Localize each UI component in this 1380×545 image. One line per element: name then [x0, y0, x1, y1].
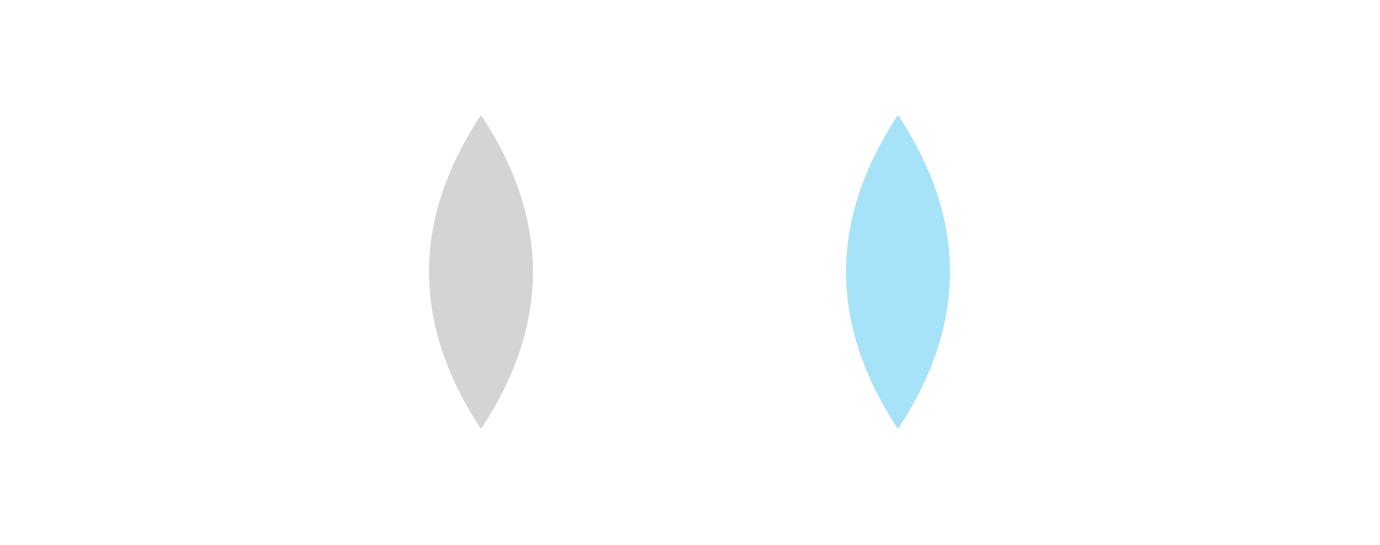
lens-shape-gray	[429, 115, 533, 429]
lens-shape-blue	[846, 115, 950, 429]
